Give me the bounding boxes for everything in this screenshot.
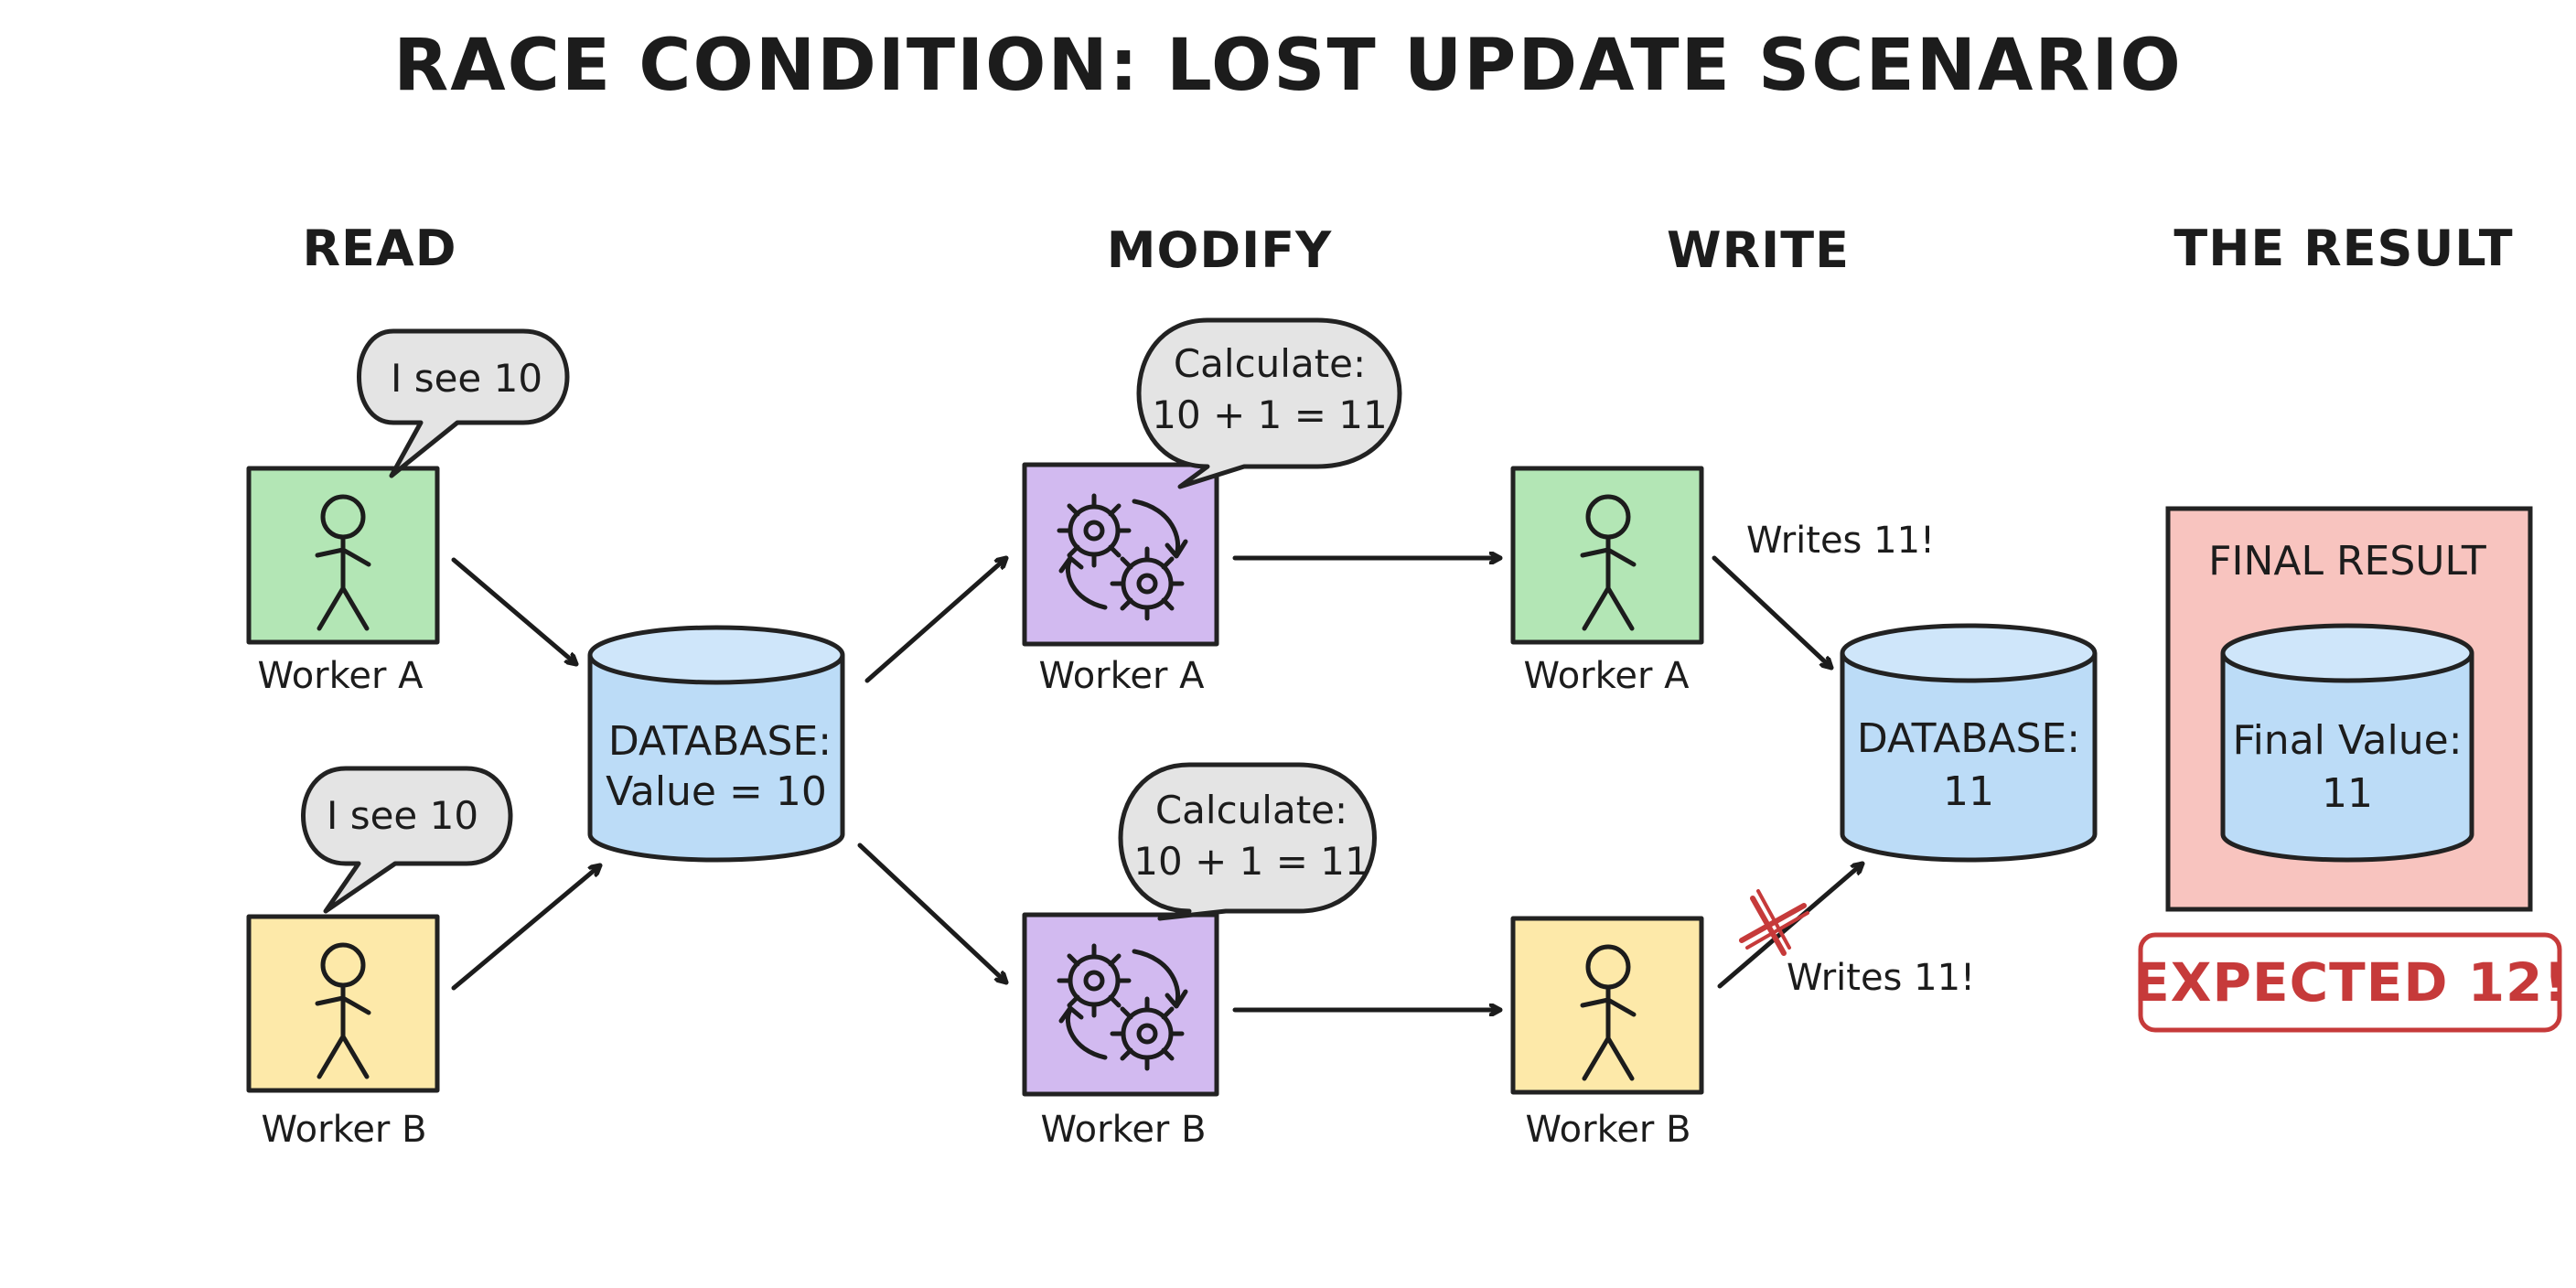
arrow-worker-b-to-database: [451, 863, 603, 991]
speech-bubble: [301, 766, 513, 914]
arrow-worker-a-to-database: [451, 557, 579, 667]
phase-modify-label: MODIFY: [1107, 221, 1333, 279]
read-worker-a: [246, 466, 440, 645]
read-worker-a-bubble: I see 10: [357, 328, 570, 478]
read-worker-a-label: Worker A: [258, 655, 424, 697]
database-cylinder-icon: [1840, 653, 2098, 863]
arrow-database-to-modify-a: [864, 555, 1009, 683]
speech-bubble: [357, 328, 570, 478]
write-database-line1: DATABASE:: [1857, 715, 2080, 762]
modify-worker-a-bubble-line2: 10 + 1 = 11: [1152, 392, 1387, 437]
read-worker-b-bubble: I see 10: [301, 766, 513, 914]
diagram-title: RACE CONDITION: LOST UPDATE SCENARIO: [393, 25, 2183, 107]
gears-icon: [1059, 946, 1188, 1068]
final-database-line2: 11: [2322, 770, 2373, 817]
modify-worker-a-bubble-line1: Calculate:: [1174, 341, 1366, 386]
write-worker-b: [1510, 916, 1704, 1095]
write-database-line2: 11: [1943, 768, 1994, 815]
read-database: DATABASE: Value = 10: [587, 625, 845, 863]
read-worker-b-label: Worker B: [261, 1109, 426, 1151]
final-database-line1: Final Value:: [2232, 717, 2462, 764]
modify-worker-b-bubble: Calculate: 10 + 1 = 11: [1118, 762, 1377, 921]
speech-bubble: [1136, 317, 1402, 489]
database-cylinder-icon: [2220, 653, 2474, 863]
read-worker-a-bubble-text: I see 10: [391, 356, 542, 401]
write-worker-b-note: Writes 11!: [1787, 957, 1975, 999]
modify-worker-b-label: Worker B: [1040, 1109, 1206, 1151]
modify-worker-b-bubble-line1: Calculate:: [1155, 788, 1347, 832]
write-database: DATABASE: 11: [1840, 623, 2098, 863]
expected-stamp-border: [2138, 932, 2562, 1033]
modify-worker-b: [1022, 912, 1219, 1097]
expected-stamp: EXPECTED 12!: [2133, 932, 2569, 1033]
final-result-panel: FINAL RESULT Final Value: 11: [2165, 506, 2533, 912]
modify-worker-a: [1022, 462, 1219, 647]
phase-write-label: WRITE: [1667, 221, 1850, 279]
read-database-line1: DATABASE:: [608, 718, 832, 765]
arrow-database-to-modify-b: [857, 843, 1009, 985]
read-worker-b-bubble-text: I see 10: [327, 793, 478, 838]
speech-bubble: [1118, 762, 1377, 921]
write-worker-a-note: Writes 11!: [1746, 520, 1935, 562]
write-worker-a-label: Worker A: [1524, 655, 1690, 697]
final-database: Final Value: 11: [2220, 623, 2474, 863]
expected-stamp-text: EXPECTED 12!: [2133, 951, 2569, 1014]
read-worker-b: [246, 914, 440, 1093]
overwrite-cross-icon: [1739, 889, 1809, 956]
arrow-write-a-to-database: [1712, 555, 1834, 671]
write-worker-b-label: Worker B: [1525, 1109, 1690, 1151]
phase-read-label: READ: [302, 220, 456, 277]
final-result-title: FINAL RESULT: [2208, 538, 2486, 585]
write-worker-a: [1510, 466, 1704, 645]
modify-worker-b-bubble-line2: 10 + 1 = 11: [1133, 839, 1368, 884]
database-cylinder-icon: [587, 655, 845, 863]
modify-worker-a-label: Worker A: [1039, 655, 1206, 697]
gears-icon: [1059, 496, 1188, 618]
modify-worker-a-bubble: Calculate: 10 + 1 = 11: [1136, 317, 1402, 489]
phase-result-label: THE RESULT: [2174, 220, 2513, 277]
read-database-line2: Value = 10: [606, 768, 827, 815]
arrow-write-b-to-database: [1717, 861, 1865, 989]
